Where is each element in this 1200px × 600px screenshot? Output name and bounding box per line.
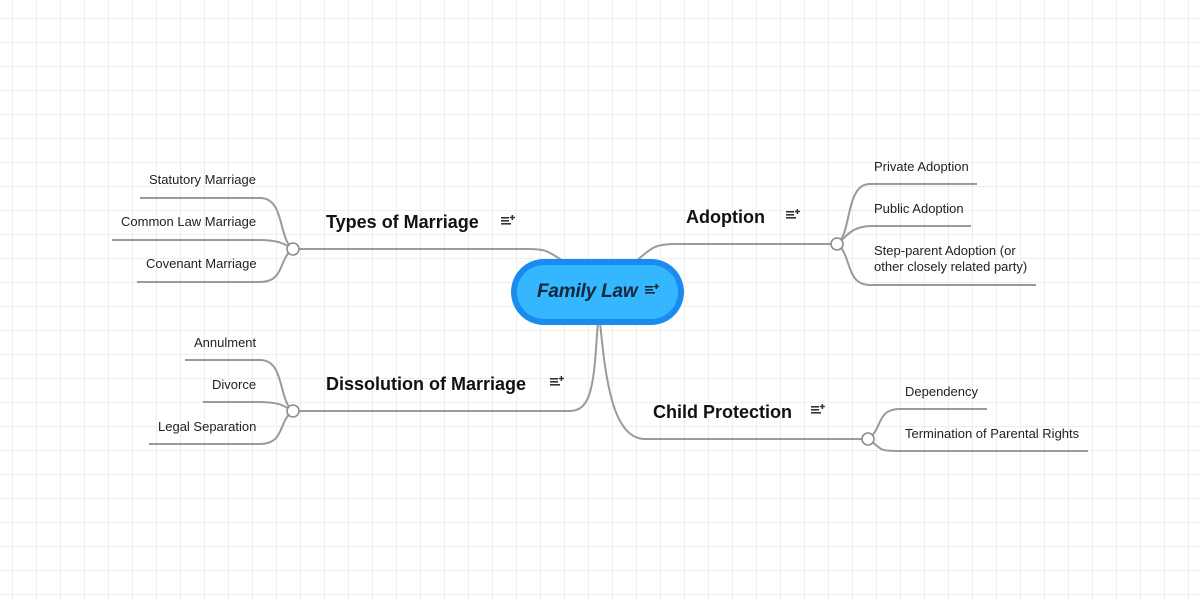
branch-child-protection[interactable]: Child Protection xyxy=(653,401,792,423)
branch-label: Dissolution of Marriage xyxy=(326,374,527,394)
central-node-title: Family Law xyxy=(537,281,638,302)
branch-label: Child Protection xyxy=(653,402,792,422)
leaf-statutory-marriage[interactable]: Statutory Marriage xyxy=(149,172,256,187)
branch-label: Types of Marriage xyxy=(326,212,479,232)
connector-divorce xyxy=(203,401,294,412)
branch-types-of-marriage[interactable]: Types of Marriage xyxy=(326,211,479,233)
leaf-public-adoption[interactable]: Public Adoption xyxy=(874,201,964,216)
note-add-icon[interactable] xyxy=(645,284,659,296)
collapse-knob-adoption[interactable] xyxy=(830,237,844,251)
collapse-knob-dissolution[interactable] xyxy=(286,404,300,418)
leaf-covenant-marriage[interactable]: Covenant Marriage xyxy=(146,256,257,271)
leaf-private-adoption[interactable]: Private Adoption xyxy=(874,159,969,174)
leaf-divorce[interactable]: Divorce xyxy=(212,377,257,392)
connector-adoption xyxy=(634,243,837,263)
collapse-knob-child[interactable] xyxy=(861,432,875,446)
leaf-step-parent-adoption[interactable]: Step-parent Adoption (or other closely r… xyxy=(874,243,1028,274)
note-add-icon[interactable] xyxy=(501,215,515,227)
connector-public xyxy=(836,225,971,245)
leaf-common-law-marriage[interactable]: Common Law Marriage xyxy=(121,214,257,229)
connector-child xyxy=(599,321,868,440)
branch-label: Adoption xyxy=(686,207,765,227)
leaf-legal-separation[interactable]: Legal Separation xyxy=(158,419,257,434)
note-add-icon[interactable] xyxy=(786,209,800,221)
branch-dissolution-of-marriage[interactable]: Dissolution of Marriage xyxy=(326,373,526,395)
connector-types xyxy=(293,248,566,263)
note-add-icon[interactable] xyxy=(811,404,825,416)
collapse-knob-types[interactable] xyxy=(286,242,300,256)
leaf-termination-of-parental-rights[interactable]: Termination of Parental Rights xyxy=(905,426,1080,441)
note-add-icon[interactable] xyxy=(550,376,564,388)
connector-dissolution xyxy=(293,319,599,412)
leaf-annulment[interactable]: Annulment xyxy=(194,335,257,350)
leaf-dependency[interactable]: Dependency xyxy=(905,384,978,399)
central-node[interactable]: Family Law xyxy=(511,259,684,325)
branch-adoption[interactable]: Adoption xyxy=(686,206,765,228)
connector-common-law xyxy=(112,239,294,250)
